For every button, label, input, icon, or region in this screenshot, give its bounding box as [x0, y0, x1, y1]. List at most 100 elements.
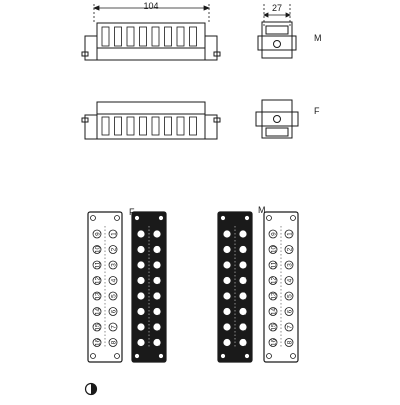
contact-cavity [152, 245, 162, 254]
contact-cavity [222, 322, 232, 332]
contact-number: 15 [95, 323, 102, 331]
pin-slot [126, 26, 135, 47]
contact-cavity [136, 245, 146, 254]
contact-cavity [108, 245, 118, 254]
half-filled-circle-icon [84, 382, 98, 396]
screw-icon [114, 215, 120, 221]
contact-number: 2 [225, 247, 232, 251]
contact-number: 11 [271, 261, 278, 268]
contact-number: 1 [225, 232, 232, 236]
end-view-female-insert [255, 99, 299, 139]
screw-icon [90, 215, 96, 221]
contact-cavity [238, 260, 248, 270]
screw-icon [158, 353, 164, 359]
contact-number: 14 [271, 308, 278, 316]
contact-cavity [268, 229, 278, 239]
contact-number: 4 [287, 278, 294, 282]
contact-number: 12 [95, 277, 102, 285]
contact-cavity [152, 322, 162, 332]
contact-number: 5 [225, 294, 232, 298]
screw-icon [114, 353, 120, 359]
contact-cavity [284, 322, 294, 332]
contact-number: 8 [139, 340, 146, 344]
contact-number: 16 [155, 339, 162, 347]
contact-cavity [222, 245, 232, 254]
contact-number: 4 [225, 278, 232, 282]
contact-cavity [268, 338, 278, 347]
pin-slot [114, 116, 122, 136]
contact-cavity [92, 291, 102, 301]
contact-cavity [92, 229, 102, 239]
contact-number: 15 [155, 323, 162, 331]
contact-number: 1 [139, 232, 146, 236]
contact-cavity [284, 229, 294, 239]
dimension-depth [263, 4, 291, 26]
screw-icon [266, 353, 272, 359]
contact-cavity [284, 276, 294, 285]
contact-cavity [268, 276, 278, 285]
contact-cavity [92, 245, 102, 254]
pin-slot [126, 116, 135, 136]
screw-icon [158, 215, 164, 221]
contact-cavity [222, 338, 232, 347]
contact-cavity [136, 291, 146, 301]
dimension-width-label: 104 [143, 1, 158, 11]
contact-number: 9 [241, 232, 248, 236]
contact-number: 8 [225, 340, 232, 344]
contact-cavity [92, 307, 102, 316]
contact-cavity [108, 307, 118, 316]
screw-icon [220, 215, 226, 221]
contact-number: 2 [111, 247, 118, 251]
contact-cavity [152, 276, 162, 285]
screw-icon [290, 215, 296, 221]
contact-cavity [136, 307, 146, 316]
contact-cavity [136, 322, 146, 332]
contact-number: 14 [155, 308, 162, 316]
pin-slot [164, 26, 172, 47]
end-view-male-label: M [314, 33, 322, 43]
pin-slot [101, 26, 110, 47]
contact-cavity [152, 291, 162, 301]
contact-cavity [284, 307, 294, 316]
contact-number: 9 [155, 232, 162, 236]
contact-cavity [108, 276, 118, 285]
contact-cavity [92, 276, 102, 285]
dimension-depth-label: 27 [272, 3, 282, 13]
contact-number: 1 [111, 232, 118, 236]
contact-number: 3 [111, 263, 118, 267]
contact-number: 7 [225, 325, 232, 329]
contact-number: 3 [287, 263, 294, 267]
contact-number: 13 [271, 292, 278, 300]
contact-face-female-label: F [129, 207, 135, 217]
contact-cavity [222, 229, 232, 239]
contact-cavity [92, 322, 102, 332]
screw-icon [244, 215, 250, 221]
dimension-width [92, 4, 211, 22]
contact-cavity [222, 307, 232, 316]
contact-cavity [92, 260, 102, 270]
screw-icon [134, 215, 140, 221]
side-view-male-insert [81, 22, 221, 61]
contact-number: 6 [111, 309, 118, 313]
contact-number: 6 [287, 309, 294, 313]
contact-cavity [222, 260, 232, 270]
contact-number: 5 [139, 294, 146, 298]
contact-cavity [284, 338, 294, 347]
contact-cavity [238, 291, 248, 301]
pin-slot [189, 26, 197, 47]
contact-number: 10 [95, 246, 102, 254]
contact-number: 9 [271, 232, 278, 236]
contact-number: 5 [111, 294, 118, 298]
pin-slot [176, 116, 185, 136]
contact-cavity [108, 260, 118, 270]
contact-number: 12 [271, 277, 278, 285]
pin-slot [176, 26, 185, 47]
contact-cavity [268, 291, 278, 301]
contact-number: 15 [241, 323, 248, 331]
contact-cavity [108, 322, 118, 332]
contact-cavity [284, 245, 294, 254]
contact-cavity [222, 291, 232, 301]
